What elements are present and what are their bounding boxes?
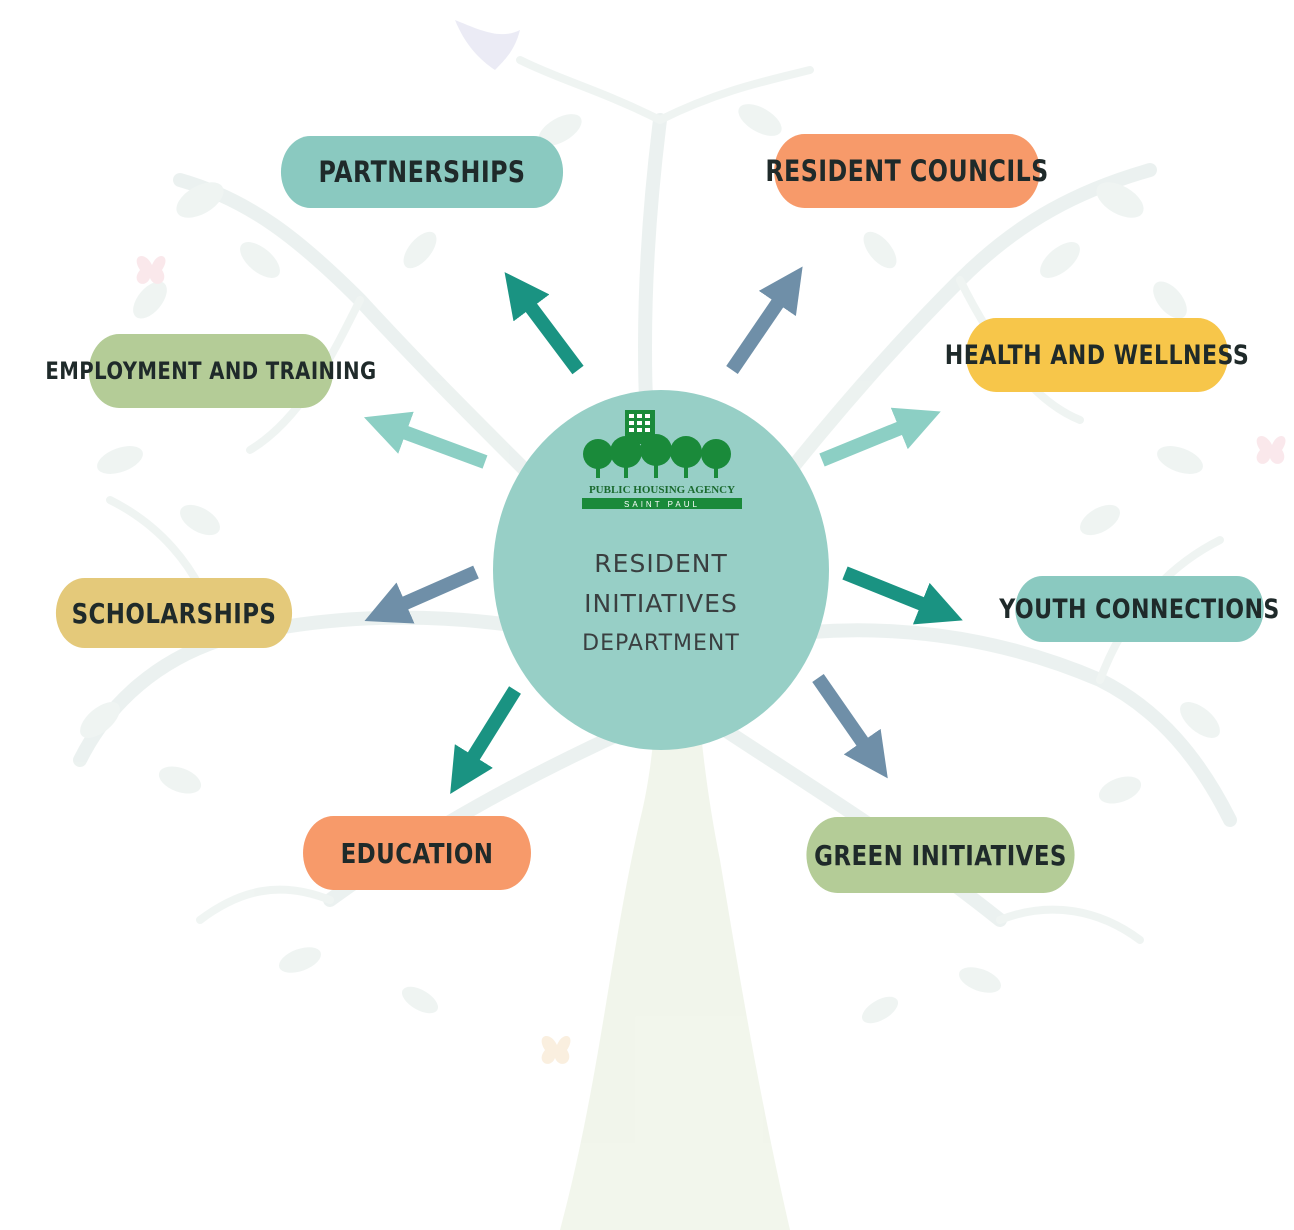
node-education: EDUCATION <box>303 816 531 890</box>
node-partnerships: PARTNERSHIPS <box>280 136 564 208</box>
bird-icon <box>455 20 520 70</box>
node-employment-training-label: EMPLOYMENT AND TRAINING <box>45 357 377 385</box>
arrow-to-partnerships <box>504 272 584 375</box>
node-employment-training: EMPLOYMENT AND TRAINING <box>45 334 376 408</box>
node-resident-councils-label: RESIDENT COUNCILS <box>765 154 1049 188</box>
node-education-label: EDUCATION <box>340 836 494 870</box>
department-title: RESIDENT INITIATIVES DEPARTMENT <box>493 544 829 664</box>
node-health-wellness-label: HEALTH AND WELLNESS <box>944 339 1250 371</box>
node-green-initiatives: GREEN INITIATIVES <box>806 817 1075 893</box>
arrow-to-education <box>450 686 521 795</box>
butterfly-icon <box>1256 435 1286 464</box>
logo-city-text: SAINT PAUL <box>624 500 700 509</box>
butterfly-icon <box>541 1035 571 1064</box>
arrow-to-employment-training <box>363 411 488 469</box>
node-scholarships: SCHOLARSHIPS <box>55 578 293 648</box>
node-partnerships-label: PARTNERSHIPS <box>318 155 526 189</box>
department-title-line1: RESIDENT <box>594 549 728 578</box>
arrow-to-youth-connections <box>842 566 963 625</box>
logo-agency-text: PUBLIC HOUSING AGENCY <box>589 484 735 496</box>
node-green-initiatives-label: GREEN INITIATIVES <box>814 838 1067 872</box>
department-title-line2: INITIATIVES <box>584 589 738 618</box>
node-youth-connections-label: YOUTH CONNECTIONS <box>999 593 1280 625</box>
tree-trunk <box>560 560 790 1230</box>
butterfly-icon <box>136 255 166 284</box>
department-title-line3: DEPARTMENT <box>582 631 740 656</box>
node-health-wellness: HEALTH AND WELLNESS <box>945 318 1249 392</box>
arrow-to-green-initiatives <box>812 674 888 779</box>
node-scholarships-label: SCHOLARSHIPS <box>71 596 277 630</box>
arrow-to-health-wellness <box>819 407 941 467</box>
public-housing-agency-logo: PUBLIC HOUSING AGENCY SAINT PAUL <box>582 410 742 509</box>
arrow-to-resident-councils <box>726 266 803 374</box>
node-resident-councils: RESIDENT COUNCILS <box>765 134 1048 208</box>
node-youth-connections: YOUTH CONNECTIONS <box>999 576 1279 642</box>
arrow-to-scholarships <box>364 565 479 624</box>
